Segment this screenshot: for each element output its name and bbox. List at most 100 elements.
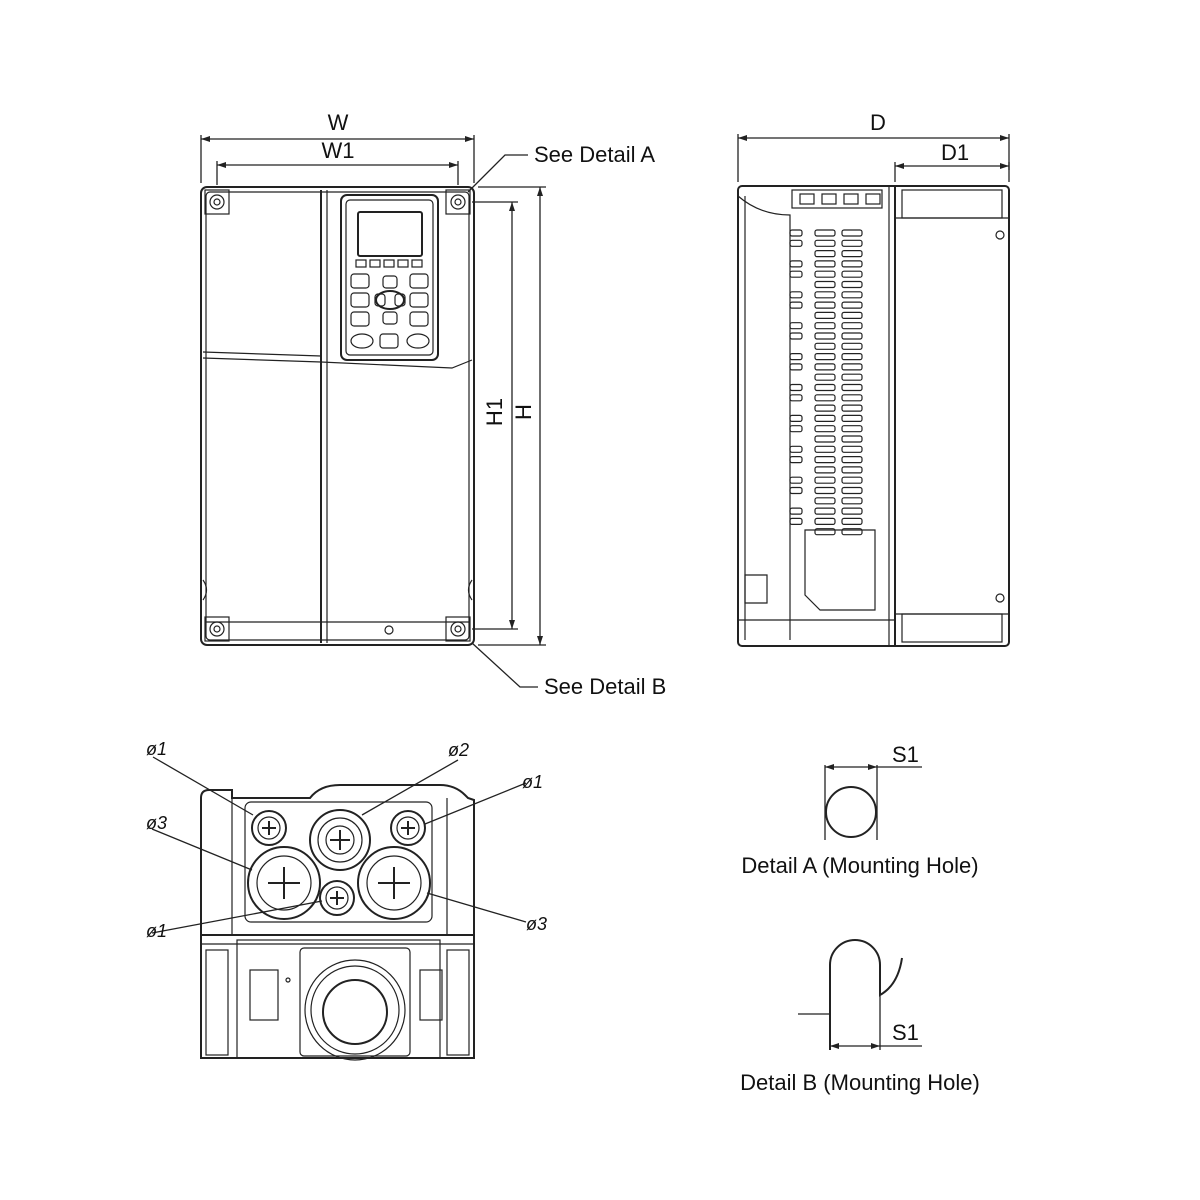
vent-slot: [841, 311, 863, 319]
vent-slot: [814, 342, 836, 350]
vent-slot: [789, 445, 803, 453]
dim-h1: [472, 201, 518, 630]
vent-slot: [841, 373, 863, 381]
keypad-key: [409, 273, 429, 289]
vent-slot: [841, 363, 863, 371]
vent-slot: [814, 517, 836, 526]
vent-slot: [789, 476, 803, 484]
detail-a-s1: S1: [892, 742, 919, 767]
keypad-stop-key: [406, 333, 430, 349]
vent-slot: [814, 322, 836, 330]
vent-slot: [789, 291, 803, 299]
dim-w1: [216, 161, 459, 185]
keypad-display: [357, 211, 423, 257]
vent-slot: [814, 383, 836, 392]
vent-slot: [841, 528, 863, 536]
top-vent: [843, 193, 859, 205]
dim-h: [478, 186, 546, 646]
top-vent: [821, 193, 837, 205]
knockout-phi1-right: [390, 810, 426, 846]
fan: [322, 979, 388, 1045]
knockout-phi3-left: [247, 846, 321, 920]
vent-slot: [814, 414, 836, 422]
vent-slot: [841, 507, 863, 515]
vent-slot: [814, 250, 836, 258]
detail-b-caption: Detail B (Mounting Hole): [740, 1070, 980, 1095]
vent-slot: [789, 322, 803, 330]
vent-slot: [789, 486, 803, 495]
vent-slot: [789, 229, 803, 237]
vent-slot: [841, 517, 863, 526]
vent-slot: [814, 311, 836, 319]
vent-slot: [789, 456, 803, 464]
vent-slot: [814, 466, 836, 474]
vent-slot: [814, 507, 836, 515]
front-screw: [384, 625, 394, 635]
vent-slot: [814, 425, 836, 433]
label-d: D: [870, 110, 886, 135]
vent-slot: [841, 476, 863, 484]
vent-slot: [814, 291, 836, 299]
top-vent: [865, 193, 881, 205]
vent-slot: [841, 291, 863, 299]
label-phi2: ø2: [448, 740, 469, 760]
vent-slot: [814, 353, 836, 361]
vent-slot: [841, 301, 863, 309]
vent-slot: [841, 280, 863, 289]
leader-phi1-right: [424, 782, 527, 825]
front-inner-edge: [205, 191, 470, 641]
detail-b-s1: S1: [892, 1020, 919, 1045]
vent-slot: [841, 497, 863, 505]
label-w: W: [328, 110, 349, 135]
side-view: [737, 134, 1010, 647]
vent-slot: [841, 425, 863, 433]
vent-slot: [814, 456, 836, 464]
detail-b-slot: [829, 939, 903, 1050]
vent-slot: [841, 414, 863, 422]
keypad-up-key: [382, 275, 398, 289]
leader-phi3-left: [151, 828, 253, 871]
vent-slot: [841, 332, 863, 340]
fan-guard: [299, 947, 411, 1057]
label-h1: H1: [482, 398, 507, 426]
knockout-phi1-bottom: [319, 880, 355, 916]
vent-slot: [814, 528, 836, 536]
vent-slot: [814, 435, 836, 443]
detail-a-hole: [825, 786, 877, 838]
callout-leader-b: [471, 642, 538, 688]
vent-slot: [814, 476, 836, 484]
vent-slot: [789, 301, 803, 309]
vent-slot: [841, 435, 863, 443]
vent-slot: [814, 229, 836, 237]
vent-slot: [789, 270, 803, 278]
top-vent: [799, 193, 815, 205]
front-cover-seam: [202, 357, 473, 369]
side-vent-slots: [789, 193, 881, 536]
vent-slot: [789, 507, 803, 515]
front-corner-hole-br: [445, 616, 471, 642]
front-housing: [200, 186, 475, 646]
bottom-latch-left: [249, 969, 279, 1021]
vent-slot: [841, 270, 863, 278]
leader-phi1-left: [152, 756, 254, 816]
leader-phi2: [361, 759, 459, 816]
vent-slot: [841, 322, 863, 330]
vent-slot: [841, 353, 863, 361]
vent-slot: [814, 497, 836, 505]
vent-slot: [814, 373, 836, 381]
vent-slot: [841, 466, 863, 474]
keypad-key: [350, 273, 370, 289]
vent-slot: [789, 517, 803, 526]
label-d1: D1: [941, 140, 969, 165]
cable-entry-plate: [244, 801, 433, 923]
vent-slot: [841, 486, 863, 495]
dim-d: [737, 134, 1010, 182]
bottom-housing: [200, 784, 475, 1059]
bottom-latch-right: [419, 969, 443, 1021]
keypad-panel: [340, 194, 439, 361]
vent-slot: [814, 239, 836, 247]
knockout-phi3-right: [357, 846, 431, 920]
dim-w: [200, 135, 475, 183]
vent-slot: [841, 250, 863, 258]
